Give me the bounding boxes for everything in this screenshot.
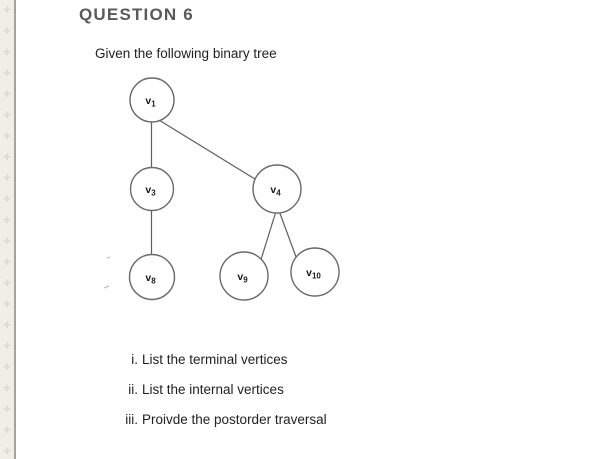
question-intro: Given the following binary tree	[95, 46, 277, 61]
subquestion-text: List the internal vertices	[142, 382, 284, 397]
decorative-plus-strip: ✚ ✚ ✚ ✚ ✚ ✚ ✚ ✚ ✚ ✚ ✚ ✚ ✚ ✚ ✚ ✚ ✚ ✚ ✚ ✚ ✚ ✚	[0, 0, 16, 459]
plus-pattern-glyph: ✚	[3, 194, 11, 204]
subquestion-text: List the terminal vertices	[142, 352, 288, 367]
plus-pattern-glyph: ✚	[3, 131, 11, 141]
subquestion-text: Proivde the postorder traversal	[142, 412, 327, 427]
plus-pattern-glyph: ✚	[3, 425, 11, 435]
plus-pattern-glyph: ✚	[3, 173, 11, 183]
plus-pattern-glyph: ✚	[3, 89, 11, 99]
tree-node-label-v4: v4	[270, 184, 281, 198]
subquestion-numeral: i.	[131, 352, 138, 367]
plus-pattern-glyph: ✚	[3, 47, 11, 57]
plus-pattern-glyph: ✚	[3, 362, 11, 372]
stray-mark	[106, 256, 111, 259]
plus-pattern-glyph: ✚	[3, 236, 11, 246]
plus-pattern-glyph: ✚	[3, 341, 11, 351]
plus-pattern-glyph: ✚	[3, 299, 11, 309]
plus-pattern-glyph: ✚	[3, 152, 11, 162]
tree-node-v1	[129, 77, 175, 123]
tree-node-label-v1: v1	[145, 95, 156, 109]
plus-pattern-glyph: ✚	[3, 110, 11, 120]
plus-pattern-glyph: ✚	[3, 68, 11, 78]
tree-node-v10	[290, 247, 340, 297]
tree-node-label-v8: v8	[145, 272, 156, 286]
subquestion-row: ii. List the internal vertices	[95, 383, 327, 397]
plus-pattern-glyph: ✚	[3, 446, 11, 456]
tree-edge-v4-v10	[277, 207, 300, 266]
plus-pattern-glyph: ✚	[3, 320, 11, 330]
plus-pattern-glyph: ✚	[3, 257, 11, 267]
tree-node-label-v9: v9	[237, 271, 248, 285]
tree-node-label-v3: v3	[145, 184, 156, 198]
tree-node-v4	[252, 164, 302, 214]
subquestion-list: i. List the terminal vertices ii. List the …	[95, 353, 327, 443]
subquestion-numeral: iii.	[125, 412, 138, 427]
plus-pattern-glyph: ✚	[3, 26, 11, 36]
tree-edge-v1-v4	[153, 116, 264, 185]
plus-pattern-glyph: ✚	[3, 215, 11, 225]
tree-node-v8	[128, 253, 176, 301]
plus-pattern-glyph: ✚	[3, 404, 11, 414]
plus-pattern-glyph: ✚	[3, 383, 11, 393]
subquestion-row: i. List the terminal vertices	[95, 353, 327, 367]
subquestion-row: iii. Proivde the postorder traversal	[95, 412, 327, 427]
tree-edge-v4-v9	[258, 207, 278, 267]
question-header: QUESTION 6	[79, 5, 194, 24]
plus-pattern-glyph: ✚	[3, 278, 11, 288]
tree-node-v9	[219, 251, 269, 301]
stray-mark	[103, 285, 110, 289]
tree-node-label-v10: v10	[306, 267, 321, 281]
tree-node-v3	[129, 166, 175, 212]
subquestion-numeral: ii.	[128, 382, 138, 397]
plus-pattern-glyph: ✚	[3, 5, 11, 15]
